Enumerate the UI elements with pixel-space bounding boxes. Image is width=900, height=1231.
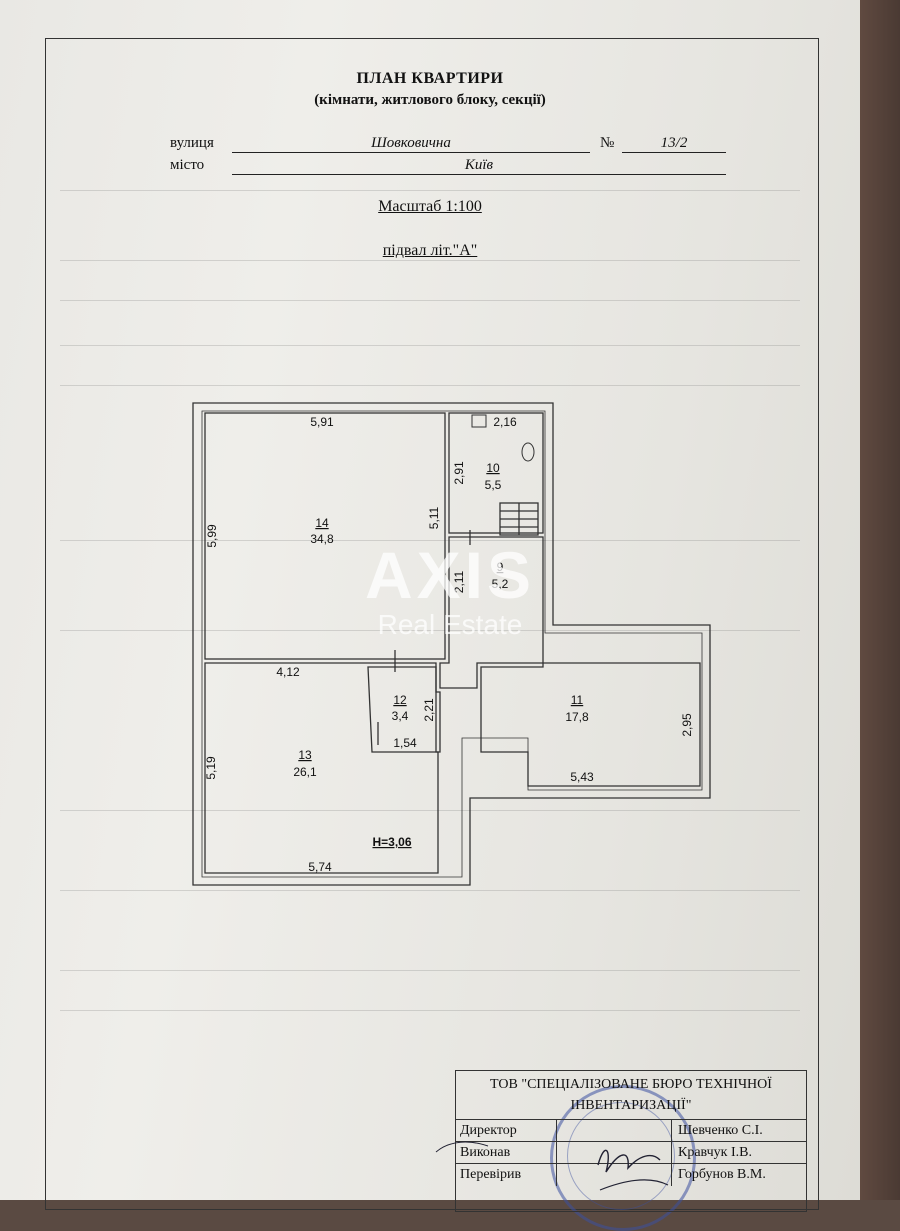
dimension-label: 5,99 [205, 524, 219, 548]
dimension-label: 5,19 [204, 756, 218, 780]
city-value: Київ [232, 156, 726, 175]
room-number: 13 [298, 748, 312, 762]
floor-plan: 14 34,8 10 5,5 9 5,2 12 3,4 11 17,8 13 2… [192, 402, 711, 886]
handwritten-signature [435, 1141, 669, 1191]
dimension-label: 2,16 [493, 415, 517, 429]
dimension-label: 2,91 [452, 461, 466, 485]
dimension-label: 4,12 [276, 665, 300, 679]
bleed-line [60, 800, 800, 811]
dimension-label: 5,74 [308, 860, 332, 874]
room-area: 5,5 [485, 478, 502, 492]
signature-name: Шевченко С.І. [678, 1123, 763, 1138]
document-title: ПЛАН КВАРТИРИ [356, 70, 504, 87]
room-number: 10 [486, 461, 500, 475]
bleed-line [60, 620, 800, 631]
room-area: 26,1 [293, 765, 317, 779]
room-number: 14 [315, 516, 329, 530]
watermark-tagline: Real Estate [377, 609, 523, 640]
bleed-line [60, 290, 800, 301]
level-text: підвал літ."А" [382, 242, 478, 259]
dimension-label: 2,21 [422, 698, 436, 722]
number-label: № [600, 135, 615, 151]
sink-icon [471, 414, 487, 428]
title-block: ТОВ "СПЕЦІАЛІЗОВАНЕ БЮРО ТЕХНІЧНОЇ ІНВЕН… [455, 1070, 807, 1212]
dimension-label: 5,11 [427, 506, 441, 529]
bleed-line [60, 880, 800, 891]
room-area: 3,4 [392, 709, 409, 723]
city-label: місто [170, 157, 205, 173]
signature-role: Директор [460, 1123, 517, 1138]
dimension-label: 2,95 [680, 713, 694, 737]
document-subtitle: (кімнати, житлового блоку, секції) [314, 92, 546, 108]
bleed-line [60, 335, 800, 346]
dimension-label: 5,43 [570, 770, 594, 784]
bleed-line [60, 530, 800, 541]
organization-name-cont: ІНВЕНТАРИЗАЦІЇ" [570, 1098, 692, 1113]
room-number: 9 [497, 560, 504, 574]
room-number: 11 [571, 693, 584, 707]
signature-row: Перевірив Горбунов В.М. [456, 1163, 806, 1186]
organization-name: ТОВ "СПЕЦІАЛІЗОВАНЕ БЮРО ТЕХНІЧНОЇ [490, 1077, 772, 1092]
dimension-label: 2,11 [452, 570, 466, 593]
street-label: вулиця [170, 135, 214, 151]
bleed-line [60, 1000, 800, 1011]
bleed-line [60, 180, 800, 191]
scale-text: Масштаб 1:100 [378, 198, 482, 215]
room-area: 34,8 [310, 532, 334, 546]
bleed-line [60, 375, 800, 386]
plan-walls [192, 402, 711, 886]
document-page: ПЛАН КВАРТИРИ (кімнати, житлового блоку,… [0, 0, 860, 1231]
ceiling-height: H=3,06 [372, 835, 411, 849]
bleed-line [60, 960, 800, 971]
watermark-logo: AXIS [364, 538, 536, 612]
signature-row: Виконав Кравчук І.В. [456, 1141, 806, 1164]
dimension-label: 1,54 [393, 736, 417, 750]
room-area: 5,2 [492, 577, 509, 591]
number-value: 13/2 [622, 134, 726, 153]
room-number: 12 [393, 693, 407, 707]
bleed-line [60, 250, 800, 261]
dimension-label: 5,91 [310, 415, 334, 429]
signature-row: Директор Шевченко С.І. [456, 1119, 806, 1142]
watermark: AXIS Real Estate [330, 540, 570, 640]
toilet-icon [521, 442, 535, 462]
street-value: Шовковична [232, 134, 590, 153]
room-area: 17,8 [565, 710, 589, 724]
signature-role: Виконав [460, 1145, 511, 1160]
signature-name: Кравчук І.В. [678, 1145, 752, 1160]
signature-name: Горбунов В.М. [678, 1167, 766, 1182]
signature-role: Перевірив [460, 1167, 522, 1182]
